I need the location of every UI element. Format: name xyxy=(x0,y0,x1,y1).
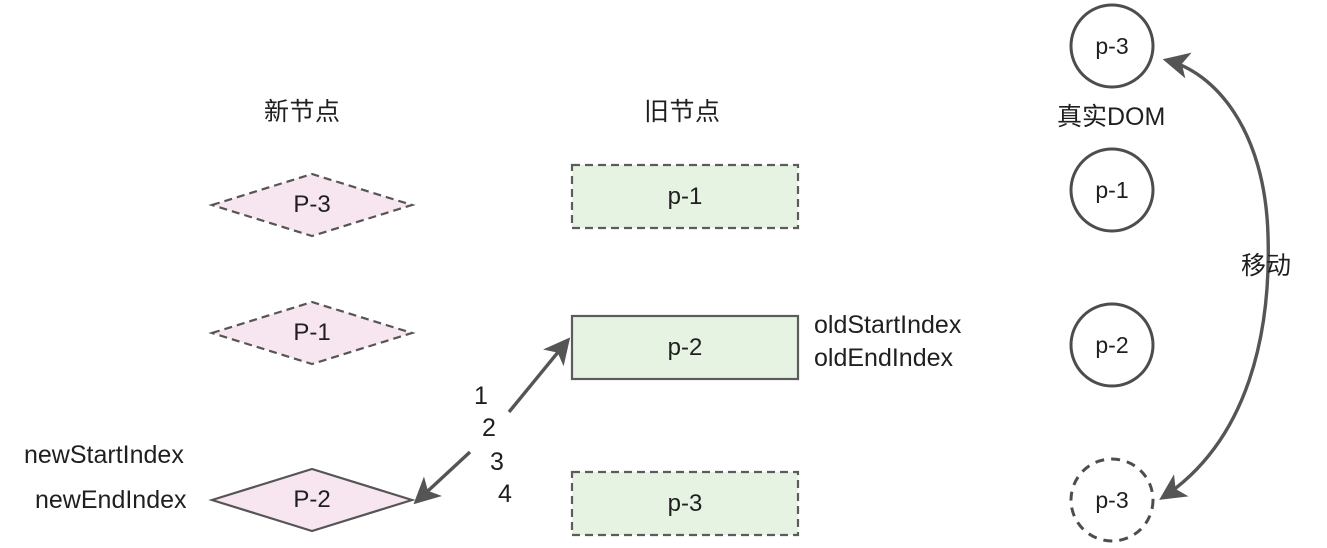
new-node-p3: P-3 xyxy=(212,174,412,236)
column-header-new-nodes: 新节点 xyxy=(264,98,341,126)
new-node-shape-p3 xyxy=(208,172,416,238)
new-node-p2: P-2 xyxy=(212,469,412,531)
column-header-old-nodes: 旧节点 xyxy=(644,98,721,126)
arrow-move-curve xyxy=(1159,52,1270,500)
old-start-index-label: oldStartIndex xyxy=(814,311,962,339)
real-dom-caption: 真实DOM xyxy=(1057,103,1166,131)
old-node-p1: p-1 xyxy=(572,165,798,228)
real-dom-shape-p3-top xyxy=(1069,3,1155,89)
new-node-p1: P-1 xyxy=(212,302,412,364)
old-node-shape-p3 xyxy=(570,470,800,537)
real-dom-node-p2: p-2 xyxy=(1071,304,1153,386)
new-node-p2-label: P-2 xyxy=(293,486,331,513)
real-dom-node-p1-label: p-1 xyxy=(1095,176,1129,203)
old-node-shape-p2 xyxy=(570,314,800,381)
old-node-p1-label: p-1 xyxy=(667,182,703,210)
new-node-p1-label: P-1 xyxy=(293,319,331,346)
old-node-p3-label: p-3 xyxy=(667,489,703,517)
real-dom-shape-p3-bottom xyxy=(1069,457,1155,543)
step-number-3: 3 xyxy=(490,448,504,476)
step-number-1: 1 xyxy=(474,382,488,410)
arrow-to-old-p2 xyxy=(507,337,571,414)
old-node-p2: p-2 xyxy=(572,316,798,379)
real-dom-node-p2-label: p-2 xyxy=(1095,331,1129,358)
real-dom-node-p3-bottom: p-3 xyxy=(1071,459,1153,541)
old-end-index-label: oldEndIndex xyxy=(814,344,954,372)
old-node-shape-p1 xyxy=(570,163,800,230)
step-number-2: 2 xyxy=(482,414,496,442)
real-dom-shape-p1 xyxy=(1069,147,1155,233)
real-dom-node-p3-top-label: p-3 xyxy=(1095,32,1129,59)
arrow-to-new-p2 xyxy=(413,450,472,505)
real-dom-shape-p2 xyxy=(1069,302,1155,388)
real-dom-node-p3-bottom-label: p-3 xyxy=(1095,486,1129,513)
real-dom-node-p1: p-1 xyxy=(1071,149,1153,231)
real-dom-node-p3-top: p-3 xyxy=(1071,5,1153,87)
new-node-shape-p1 xyxy=(208,300,416,366)
move-caption: 移动 xyxy=(1241,252,1292,280)
new-node-shape-p2 xyxy=(208,467,416,533)
old-node-p3: p-3 xyxy=(572,472,798,535)
old-node-p2-label: p-2 xyxy=(667,333,703,361)
new-end-index-label: newEndIndex xyxy=(35,486,187,514)
step-number-4: 4 xyxy=(498,480,512,508)
new-start-index-label: newStartIndex xyxy=(24,441,184,469)
new-node-p3-label: P-3 xyxy=(293,191,331,218)
